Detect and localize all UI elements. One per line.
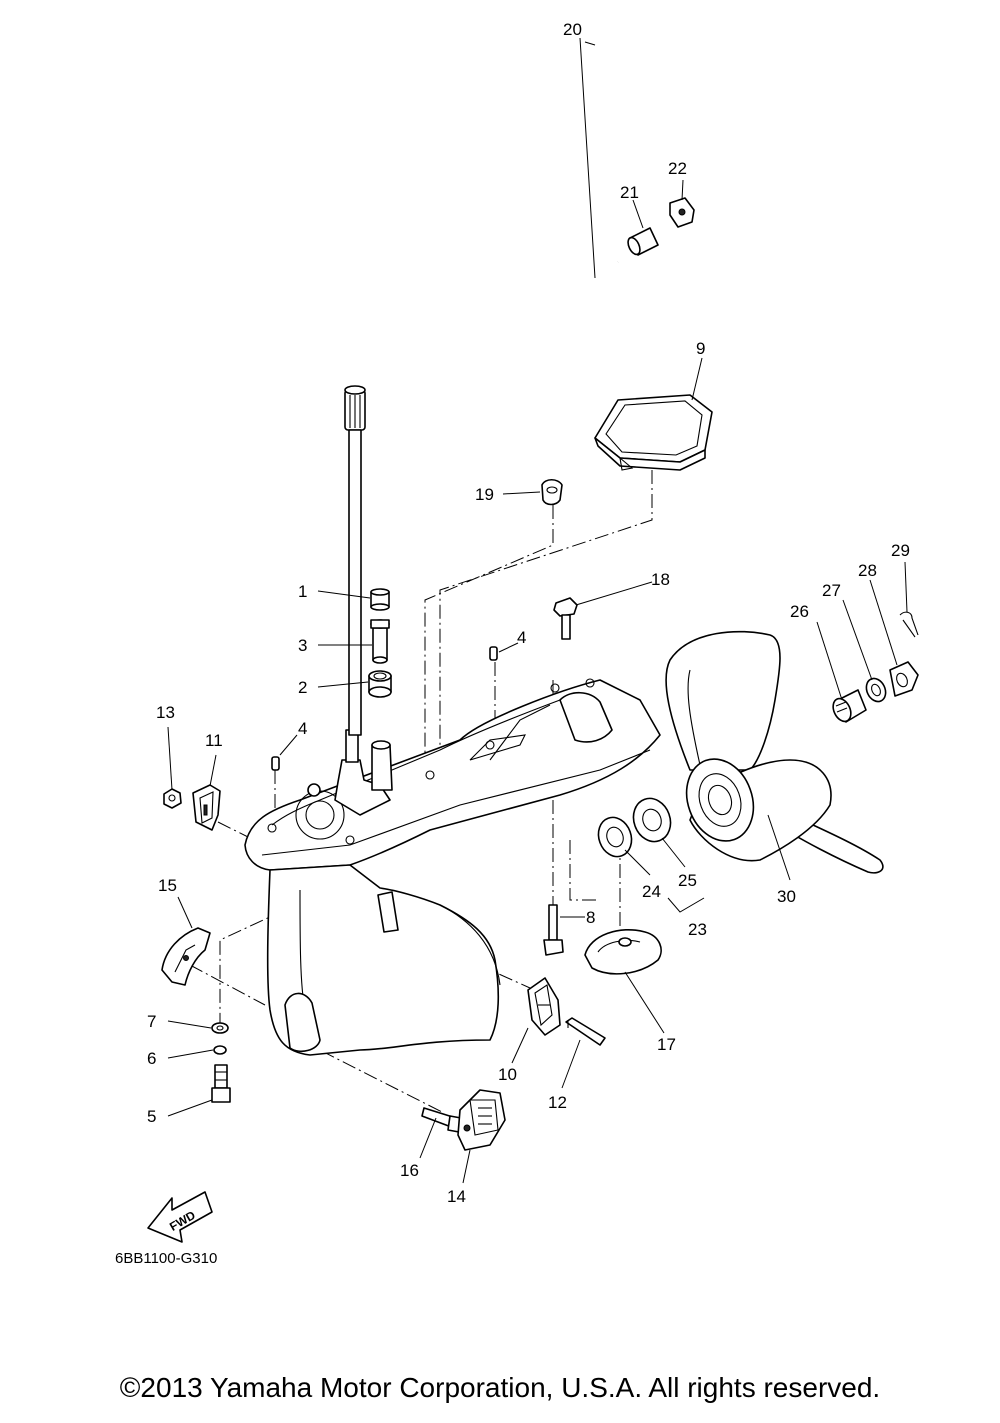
part-2-oil-seal — [368, 670, 392, 698]
callout-17: 17 — [657, 1035, 676, 1054]
part-3-sleeve — [370, 619, 390, 664]
part-9-gasket — [594, 394, 713, 471]
callout-19: 19 — [475, 485, 494, 504]
callout-6: 6 — [147, 1049, 156, 1068]
callout-9: 9 — [696, 339, 705, 358]
callout-5: 5 — [147, 1107, 156, 1126]
part-28-nut — [889, 661, 919, 697]
part-29-cotter-pin — [899, 611, 919, 638]
part-24-spacer — [597, 816, 633, 858]
callout-numbers: 1 3 2 4 4 13 11 15 7 6 5 10 12 16 14 17 … — [147, 20, 910, 1206]
part-13-nut — [163, 788, 182, 809]
part-16-bolt — [421, 1107, 462, 1133]
callout-4: 4 — [298, 719, 307, 738]
callout-25: 25 — [678, 871, 697, 890]
callout-1: 1 — [298, 582, 307, 601]
part-21-grommet — [627, 227, 659, 256]
copyright-notice: ©2013 Yamaha Motor Corporation, U.S.A. A… — [119, 1372, 881, 1403]
callout-18: 18 — [651, 570, 670, 589]
part-12-bolt — [565, 1017, 606, 1046]
part-10-trim-tab — [527, 977, 561, 1036]
part-17-anode — [584, 928, 662, 975]
callout-3: 3 — [298, 636, 307, 655]
lower-unit-casing — [244, 678, 661, 1056]
callout-30: 30 — [777, 887, 796, 906]
callout-16: 16 — [400, 1161, 419, 1180]
callout-15: 15 — [158, 876, 177, 895]
callout-2: 2 — [298, 678, 307, 697]
part-27-washer — [865, 677, 887, 703]
part-6-lock-washer — [213, 1045, 227, 1055]
fwd-arrow-icon: FWD — [147, 1191, 213, 1243]
part-7-washer — [211, 1022, 229, 1034]
callout-8: 8 — [586, 908, 595, 927]
callout-20: 20 — [563, 20, 582, 39]
callout-27: 27 — [822, 581, 841, 600]
part-18-bolt — [553, 597, 578, 640]
callout-13: 13 — [156, 703, 175, 722]
part-11-anode — [192, 784, 221, 831]
part-20-water-pipe — [548, 260, 619, 480]
callout-22: 22 — [668, 159, 687, 178]
part-19-grommet — [541, 478, 563, 506]
part-5-bolt — [211, 1064, 231, 1103]
callout-14: 14 — [447, 1187, 466, 1206]
part-30-propeller — [665, 630, 884, 874]
part-26-spacer — [832, 689, 867, 723]
callout-11: 11 — [205, 731, 223, 750]
leader-lines — [167, 37, 908, 1184]
drive-shaft — [344, 385, 366, 736]
callout-23: 23 — [688, 920, 707, 939]
part-25-washer — [632, 797, 672, 843]
callout-21: 21 — [620, 183, 639, 202]
part-15-anode — [161, 927, 211, 986]
callout-29: 29 — [891, 541, 910, 560]
callout-12: 12 — [548, 1093, 567, 1112]
part-14-anode — [457, 1089, 506, 1151]
part-1-bushing — [370, 588, 390, 611]
callout-24: 24 — [642, 882, 661, 901]
part-22-clip — [669, 197, 695, 228]
part-4-dowel-pins — [271, 646, 498, 771]
part-8-bolt — [543, 904, 564, 956]
callout-4: 4 — [517, 628, 526, 647]
callout-10: 10 — [498, 1065, 517, 1084]
callout-28: 28 — [858, 561, 877, 580]
callout-7: 7 — [147, 1012, 156, 1031]
diagram-code: 6BB1100-G310 — [115, 1250, 217, 1267]
callout-26: 26 — [790, 602, 809, 621]
